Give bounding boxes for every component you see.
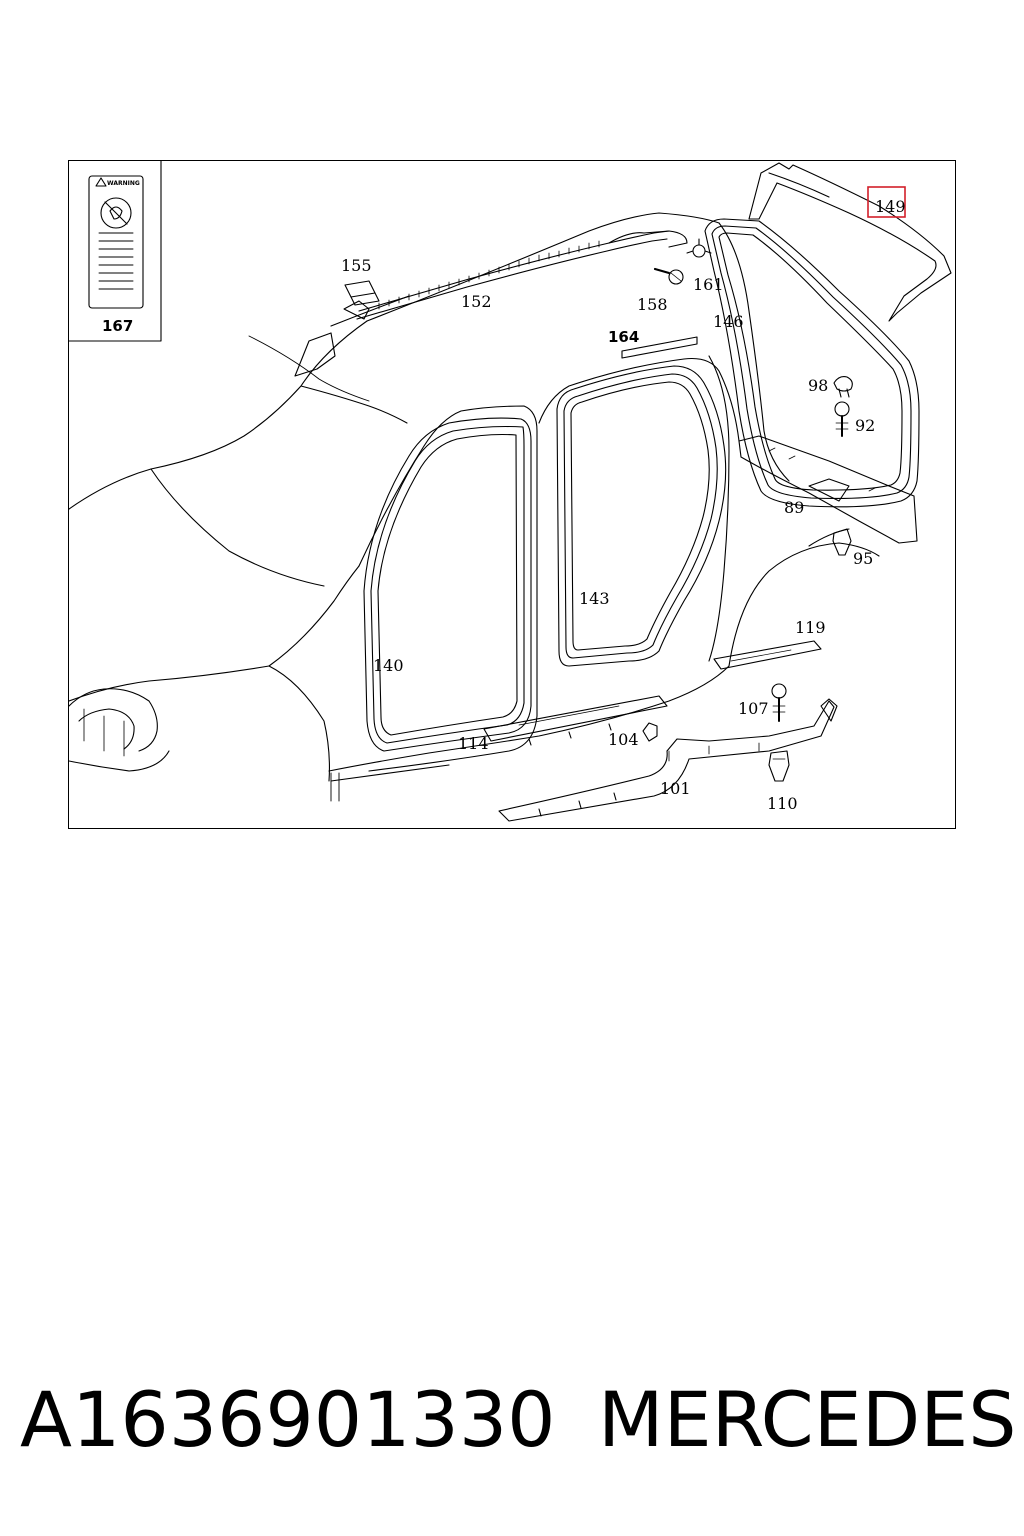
part-label-143: 143 [579,589,610,608]
roof-clip [344,280,380,306]
part-label-89: 89 [784,498,804,517]
door-sill-plate-114 [483,695,668,746]
part-label-119: 119 [795,618,826,637]
part-label-152: 152 [461,292,492,311]
clip-95 [832,528,852,556]
screw-107 [771,683,787,722]
tailgate-trim [748,162,952,322]
highlight-box-149[interactable] [867,186,906,218]
tailgate-seal [704,218,920,508]
part-label-146: 146 [713,312,744,331]
warning-triangle-icon [95,177,107,187]
rear-door-seal [556,365,727,667]
part-label-107: 107 [738,699,769,718]
part-label-149[interactable]: 149 [875,197,906,216]
part-label-104: 104 [608,730,639,749]
part-label-101: 101 [660,779,691,798]
warning-sticker [88,175,144,309]
part-label-95: 95 [853,549,873,568]
door-sill-plate-119 [713,640,822,670]
part-label-114: 114 [458,734,489,753]
part-label-110: 110 [767,794,798,813]
vehicle-body-outline [69,212,880,802]
diagram-drawing: WARNING 167 155 152 158 161 164 146 149 … [69,161,952,822]
part-label-98: 98 [808,376,828,395]
part-label-140: 140 [373,656,404,675]
clip-98 [833,376,853,398]
clip-110 [768,750,790,782]
part-label-164: 164 [608,328,639,346]
part-label-161: 161 [693,275,724,294]
screw-92 [834,401,850,437]
parts-diagram: WARNING 167 155 152 158 161 164 146 149 … [68,160,956,829]
nut-104 [642,722,658,742]
part-number-text: A1636901330 [20,1375,556,1464]
rocker-trim-101 [498,698,838,822]
brand-text: MERCEDES [598,1375,1017,1464]
front-door-seal [363,417,532,752]
warning-label-inset [69,161,162,342]
screw-158 [653,267,684,285]
rear-sill-trim [738,435,918,544]
part-label-92: 92 [855,416,875,435]
roof-moulding [294,230,688,377]
clip-161 [686,238,712,258]
part-label-167: 167 [102,317,133,335]
warning-text: WARNING [107,180,140,187]
part-label-158: 158 [637,295,668,314]
no-child-seat-icon [100,197,132,229]
part-label-155: 155 [341,256,372,275]
label-164-sticker [621,336,698,359]
